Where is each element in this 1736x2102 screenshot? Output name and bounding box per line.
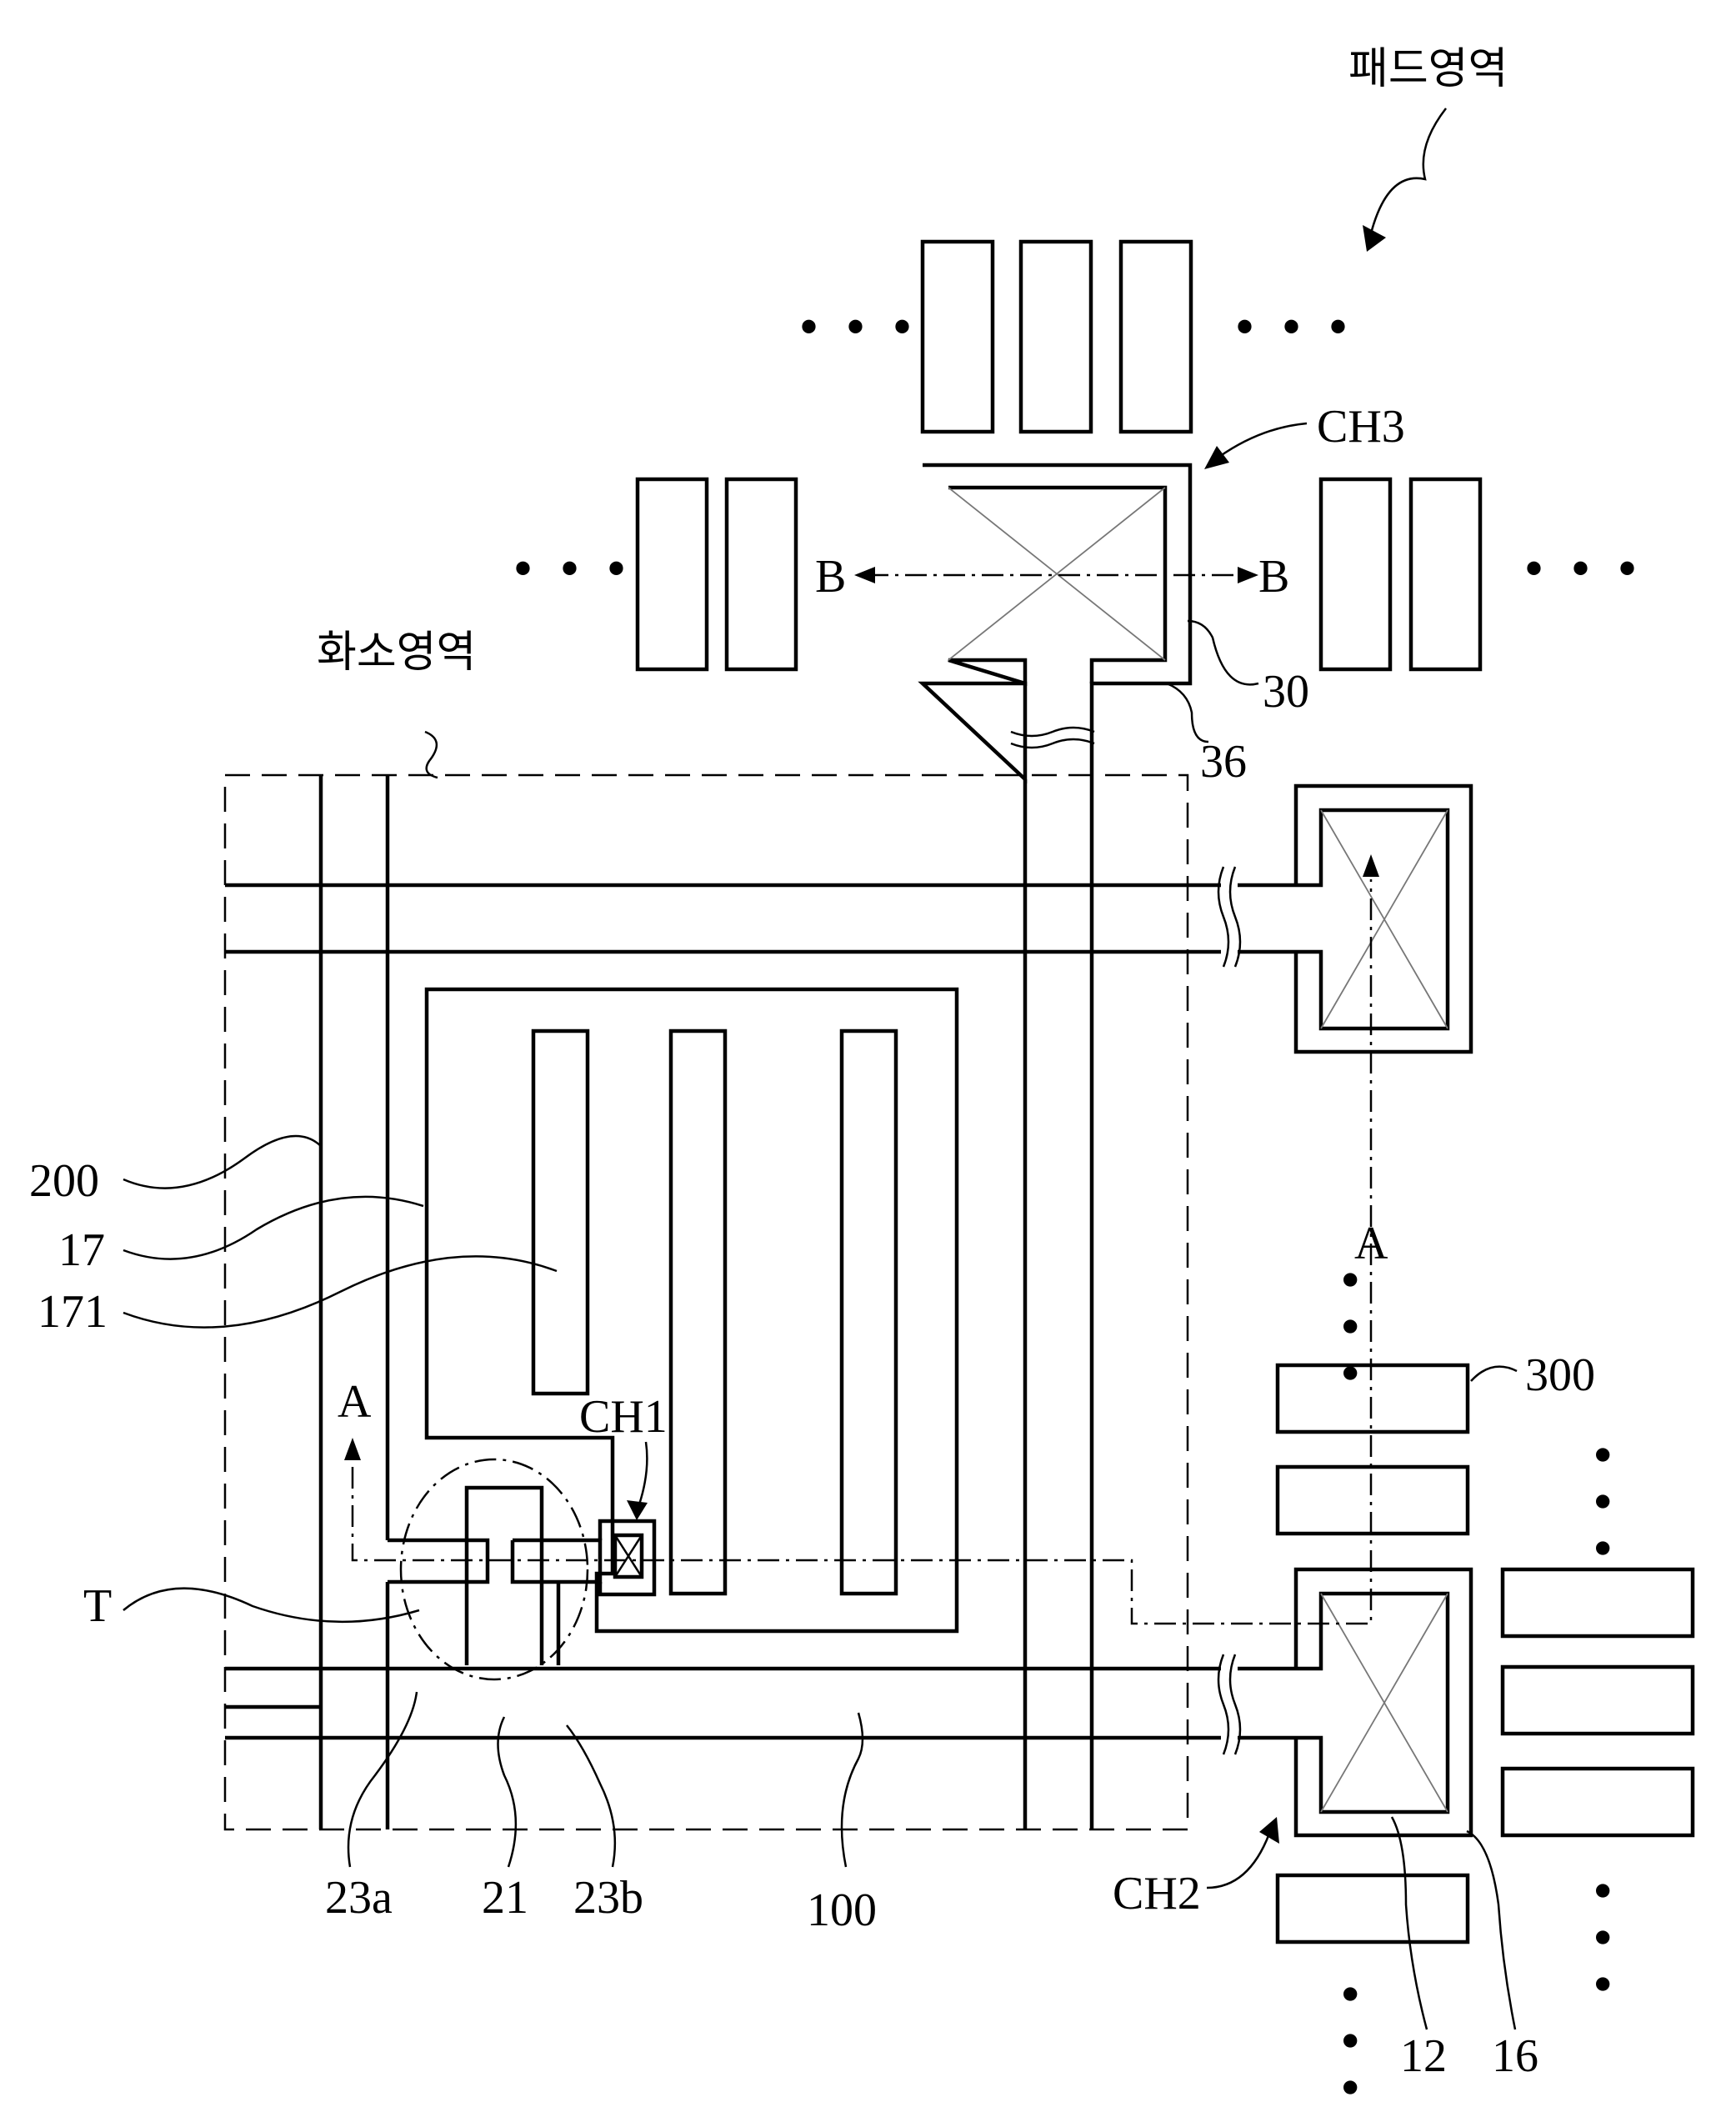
arrow-ch1	[627, 1500, 648, 1520]
leader-17	[123, 1197, 423, 1259]
ellipsis-mid-right: • • •	[1525, 541, 1644, 596]
label-30: 30	[1263, 666, 1309, 718]
label-pad-region: 패드영역	[1348, 44, 1508, 94]
label-a-left: A	[338, 1376, 372, 1428]
arrow-pad-region	[1363, 225, 1386, 252]
ellipsis-right-bottom: • • •	[1323, 1985, 1378, 2102]
vertical-line-to-ch3	[1025, 779, 1092, 1829]
arrow-ch3	[1204, 446, 1229, 469]
leader-30	[1188, 621, 1258, 684]
label-171: 171	[38, 1286, 108, 1338]
label-ch1: CH1	[579, 1391, 668, 1443]
label-pixel-region: 화소영역	[317, 628, 476, 678]
label-ch2: CH2	[1113, 1868, 1201, 1919]
leader-12	[1392, 1817, 1427, 2029]
label-23b: 23b	[573, 1872, 643, 1924]
label-23a: 23a	[325, 1872, 393, 1924]
label-100: 100	[807, 1884, 877, 1936]
leader-pad-region	[1371, 108, 1446, 233]
ellipsis-mid-left: • • •	[514, 541, 633, 596]
pixel-region-outline	[225, 775, 1188, 1829]
label-36: 36	[1200, 736, 1247, 788]
data-line-200	[321, 775, 388, 1829]
label-16: 16	[1492, 2030, 1538, 2082]
finger-electrode-171-c	[842, 1031, 896, 1594]
leader-300	[1471, 1367, 1517, 1381]
leader-23a	[348, 1692, 417, 1867]
label-a-right: A	[1354, 1218, 1388, 1269]
gate-pad-ch2	[1296, 1569, 1471, 1835]
leader-ch2	[1207, 1834, 1269, 1888]
arrow-a-left	[344, 1438, 361, 1460]
leader-200	[123, 1136, 321, 1189]
gate-pad-side	[1296, 786, 1471, 1052]
label-b-right: B	[1258, 551, 1289, 603]
label-b-left: B	[815, 551, 846, 603]
finger-electrode-171-b	[671, 1031, 725, 1594]
arrow-b-right	[1238, 567, 1258, 583]
contact-pad-ch3	[923, 465, 1190, 779]
label-ch3: CH3	[1317, 401, 1405, 453]
label-17: 17	[58, 1224, 105, 1276]
ellipsis-right-lower: • • •	[1575, 1882, 1630, 2001]
label-12: 12	[1400, 2030, 1447, 2082]
leader-ch3	[1219, 423, 1307, 457]
leader-36	[1167, 683, 1208, 742]
leader-pixel-region	[425, 732, 438, 778]
leader-t	[123, 1589, 419, 1622]
pixel-electrode-17	[427, 989, 957, 1631]
label-200: 200	[29, 1155, 99, 1207]
label-t: T	[83, 1580, 112, 1632]
ellipsis-right-mid: • • •	[1575, 1446, 1630, 1565]
pad-row-top	[923, 242, 1191, 432]
label-300: 300	[1525, 1349, 1595, 1401]
leader-23b	[567, 1725, 615, 1867]
leader-171	[123, 1256, 557, 1327]
leader-16	[1467, 1831, 1515, 2029]
arrow-ch2	[1259, 1817, 1279, 1844]
arrow-a-right	[1363, 854, 1379, 877]
leader-ch1	[639, 1442, 647, 1504]
finger-electrode-171-a	[533, 1031, 588, 1394]
ellipsis-right-upper: • • •	[1323, 1271, 1378, 1390]
label-21: 21	[482, 1872, 528, 1924]
ellipsis-top-right: • • •	[1236, 299, 1355, 354]
ellipsis-top-left: • • •	[800, 299, 919, 354]
arrow-b-left	[854, 567, 875, 583]
